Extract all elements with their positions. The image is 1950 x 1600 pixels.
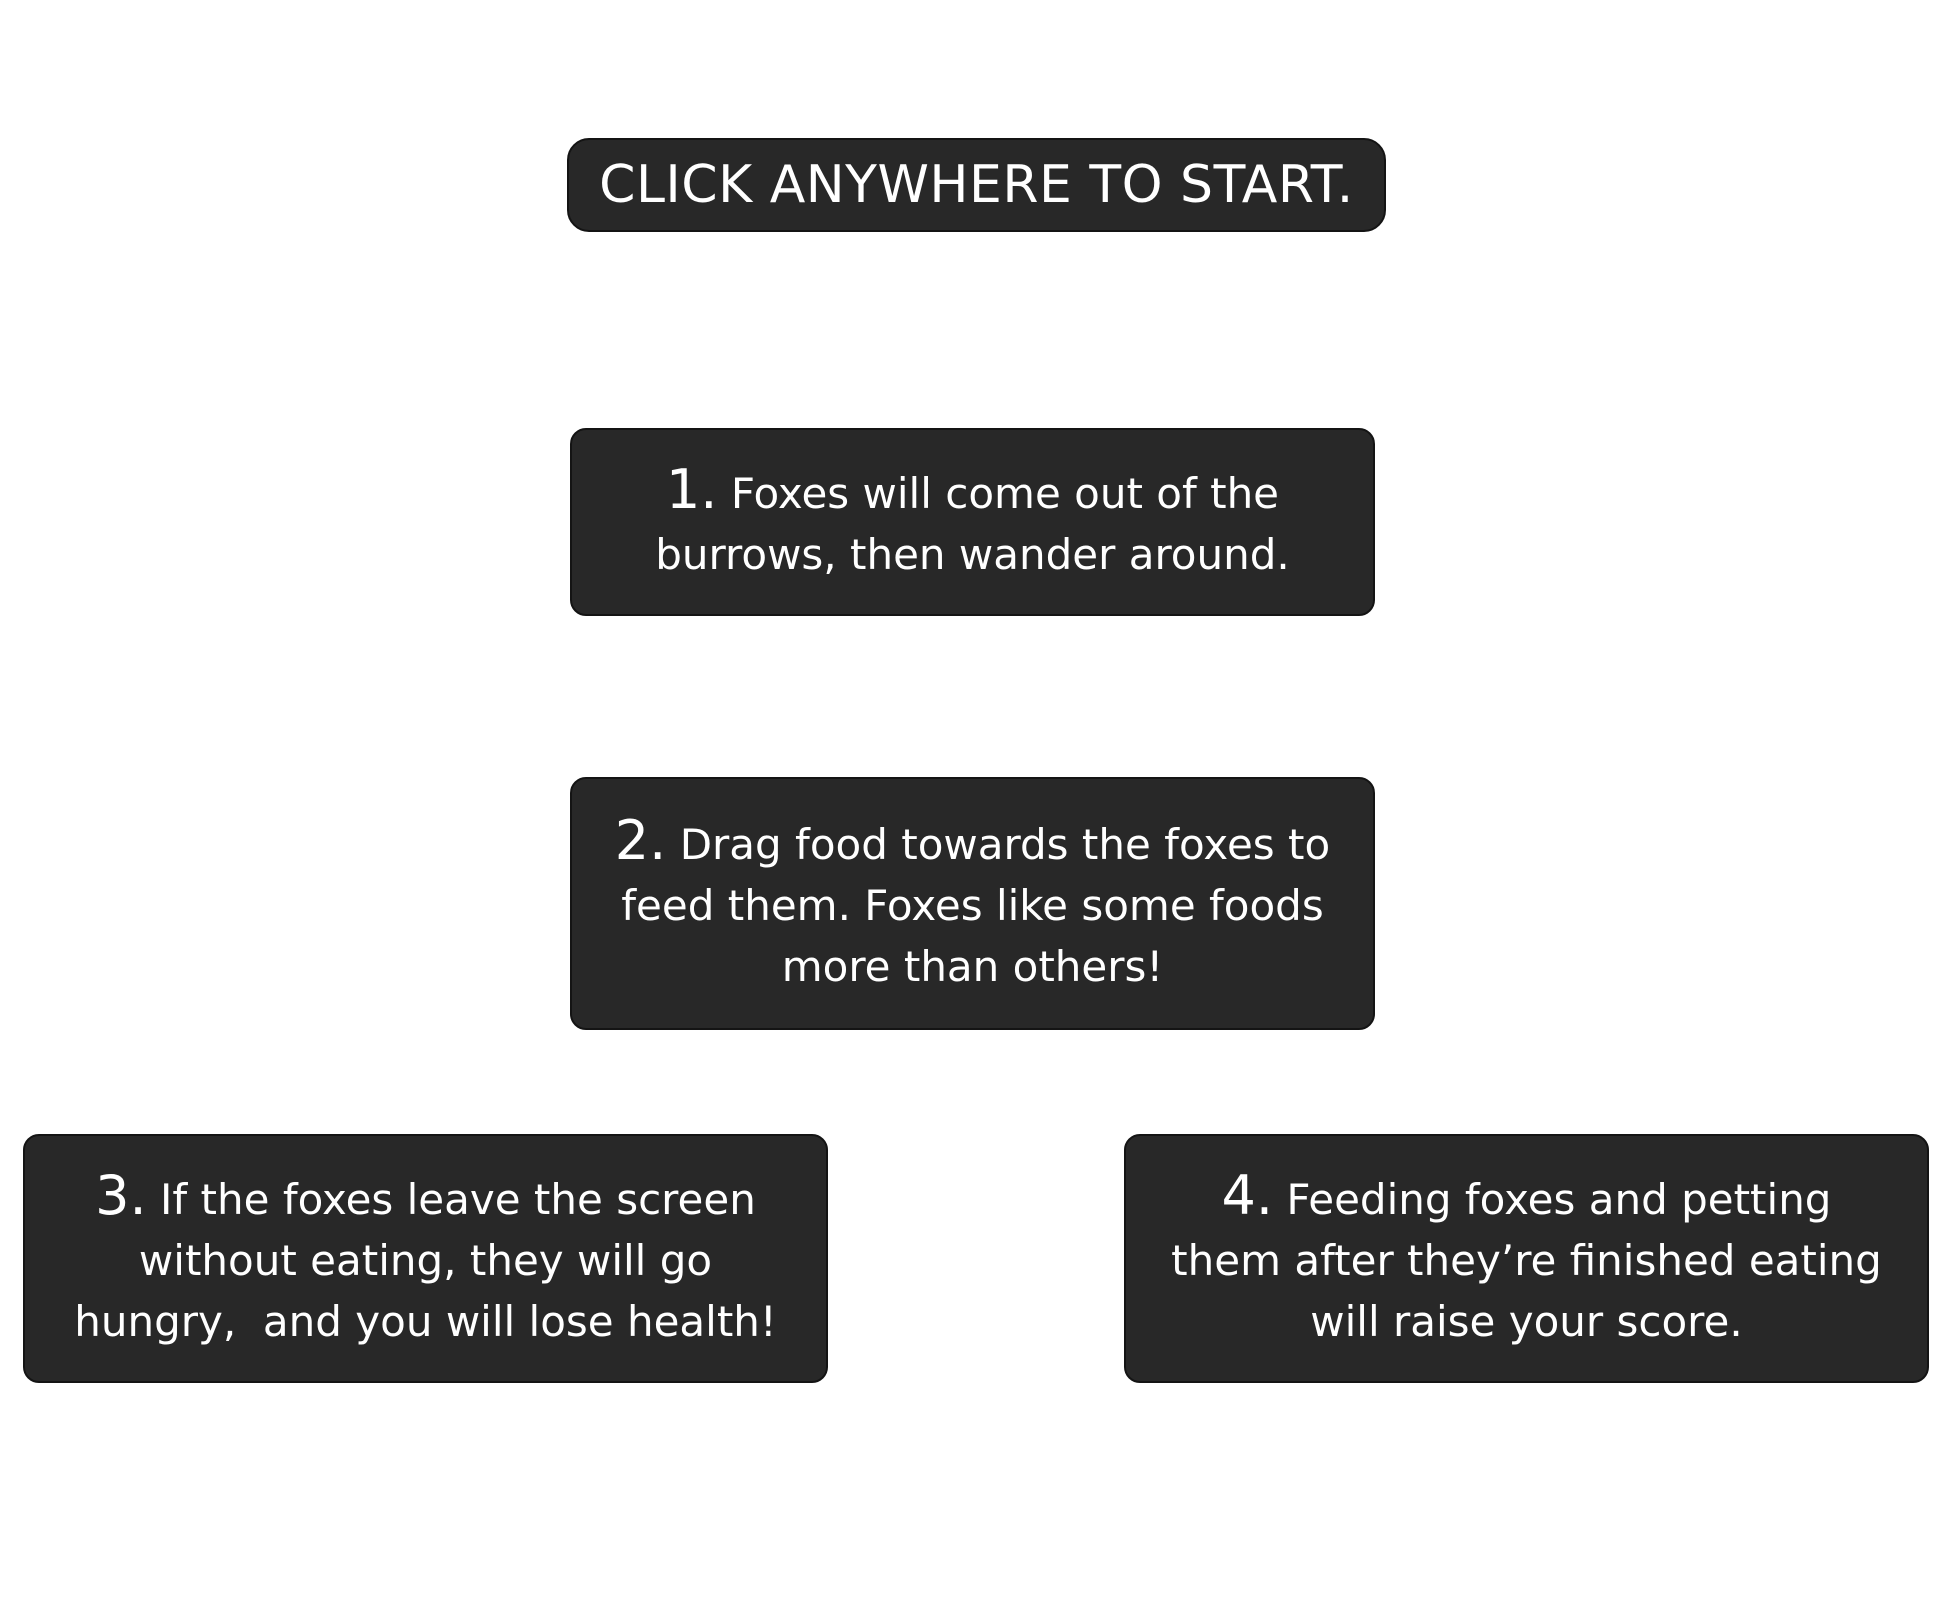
step-text-line: If the foxes leave the screen — [160, 1175, 756, 1224]
step-text-line: without eating, they will go — [138, 1236, 713, 1285]
instruction-step-4: 4. Feeding foxes and petting them after … — [1124, 1134, 1929, 1383]
step-text-line: them after they’re finished eating — [1171, 1236, 1882, 1285]
step-number: 1. — [665, 458, 718, 521]
instruction-step-2: 2. Drag food towards the foxes to feed t… — [570, 777, 1375, 1030]
step-text-line: Drag food towards the foxes to — [679, 820, 1331, 869]
step-text-line: Feeding foxes and petting — [1286, 1175, 1832, 1224]
step-text-line: feed them. Foxes like some foods — [621, 881, 1324, 930]
start-prompt-text: CLICK ANYWHERE TO START. — [599, 155, 1354, 215]
step-text-line: burrows, then wander around. — [655, 530, 1290, 579]
click-to-start-banner[interactable]: CLICK ANYWHERE TO START. — [567, 138, 1386, 232]
step-number: 3. — [95, 1164, 147, 1227]
step-text-line: will raise your score. — [1310, 1297, 1743, 1346]
step-text-line: hungry, and you will lose health! — [74, 1297, 777, 1346]
instruction-step-1: 1. Foxes will come out of the burrows, t… — [570, 428, 1375, 616]
step-text-line: more than others! — [781, 942, 1164, 991]
step-number: 2. — [614, 809, 667, 872]
instruction-step-3: 3. If the foxes leave the screen without… — [23, 1134, 828, 1383]
step-number: 4. — [1221, 1164, 1274, 1227]
step-text-line: Foxes will come out of the — [730, 469, 1280, 518]
